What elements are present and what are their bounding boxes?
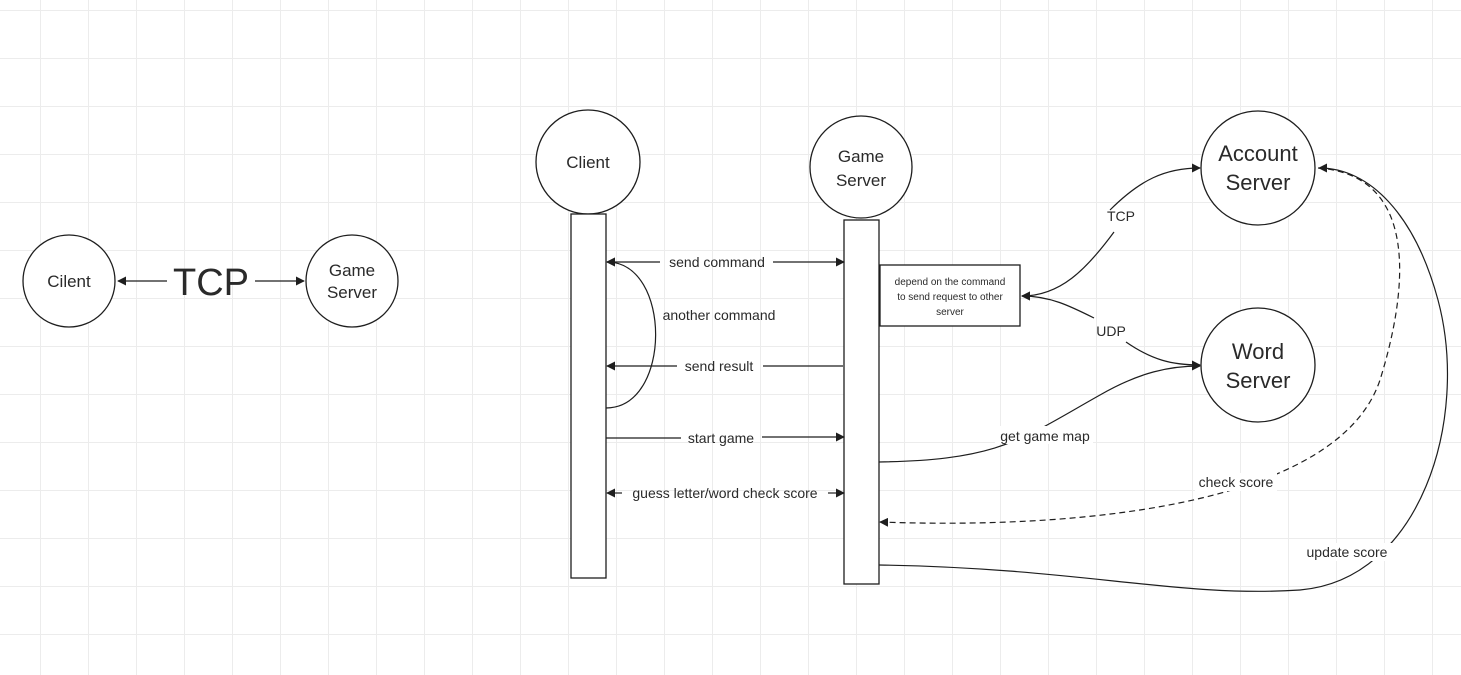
update-score-label: update score xyxy=(1307,544,1388,560)
update-score-arrow xyxy=(878,163,1449,592)
message-check-score: check score xyxy=(879,167,1401,527)
message-get-game-map: get game map xyxy=(878,361,1201,463)
tcp-arrow-to-account xyxy=(1109,163,1201,211)
game-server-label-line2: Server xyxy=(836,171,886,190)
game-server-actor: Game Server xyxy=(809,115,913,585)
game-server-lifeline[interactable] xyxy=(843,219,880,585)
routing-note: depend on the command to send request to… xyxy=(879,264,1021,327)
get-game-map-label: get game map xyxy=(1000,428,1090,444)
another-command-label: another command xyxy=(663,307,776,323)
client-lifeline[interactable] xyxy=(570,213,607,579)
client-label: Client xyxy=(566,153,610,172)
udp-arrow-to-word xyxy=(1125,341,1201,370)
message-another-command: another command xyxy=(605,257,776,409)
left-game-server-node[interactable] xyxy=(305,234,399,328)
account-server-actor: Account Server xyxy=(1200,110,1316,226)
word-server-node[interactable] xyxy=(1200,307,1316,423)
routing-note-box[interactable] xyxy=(879,264,1021,327)
message-update-score: update score xyxy=(878,163,1449,592)
game-server-node[interactable] xyxy=(809,115,913,219)
word-server-label-line1: Word xyxy=(1232,339,1284,364)
guess-label: guess letter/word check score xyxy=(632,485,817,501)
tcp-arrow-to-note xyxy=(1021,231,1115,301)
left-protocol-label: TCP xyxy=(173,262,249,304)
send-command-label: send command xyxy=(669,254,765,270)
note-line3: server xyxy=(936,307,964,318)
message-send-command: send command xyxy=(606,254,845,270)
message-send-result: send result xyxy=(606,358,843,374)
simple-connection-diagram: Cilent Game Server TCP xyxy=(22,234,399,328)
account-server-label-line1: Account xyxy=(1218,141,1298,166)
message-guess: guess letter/word check score xyxy=(606,485,845,501)
word-server-label-line2: Server xyxy=(1226,368,1291,393)
left-server-label-line1: Game xyxy=(329,261,375,280)
left-client-node[interactable] xyxy=(22,234,116,328)
udp-arrow-to-note xyxy=(1021,291,1095,319)
check-score-label: check score xyxy=(1199,474,1274,490)
left-client-label: Cilent xyxy=(47,272,91,291)
start-game-label: start game xyxy=(688,430,754,446)
game-server-label-line1: Game xyxy=(838,147,884,166)
message-tcp-account: TCP xyxy=(1021,163,1201,301)
account-server-label-line2: Server xyxy=(1226,170,1291,195)
note-line2: to send request to other xyxy=(897,292,1003,303)
message-start-game: start game xyxy=(606,430,845,446)
note-line1: depend on the command xyxy=(895,277,1006,288)
send-result-label: send result xyxy=(685,358,754,374)
udp-label: UDP xyxy=(1096,323,1126,339)
client-actor: Client xyxy=(535,109,641,579)
left-server-label-line2: Server xyxy=(327,283,377,302)
account-server-node[interactable] xyxy=(1200,110,1316,226)
tcp-label: TCP xyxy=(1107,208,1135,224)
another-command-loop xyxy=(605,257,657,409)
check-score-arrow xyxy=(879,167,1401,527)
get-game-map-arrow xyxy=(878,361,1201,463)
word-server-actor: Word Server xyxy=(1200,307,1316,423)
message-udp-word: UDP xyxy=(1021,291,1201,370)
